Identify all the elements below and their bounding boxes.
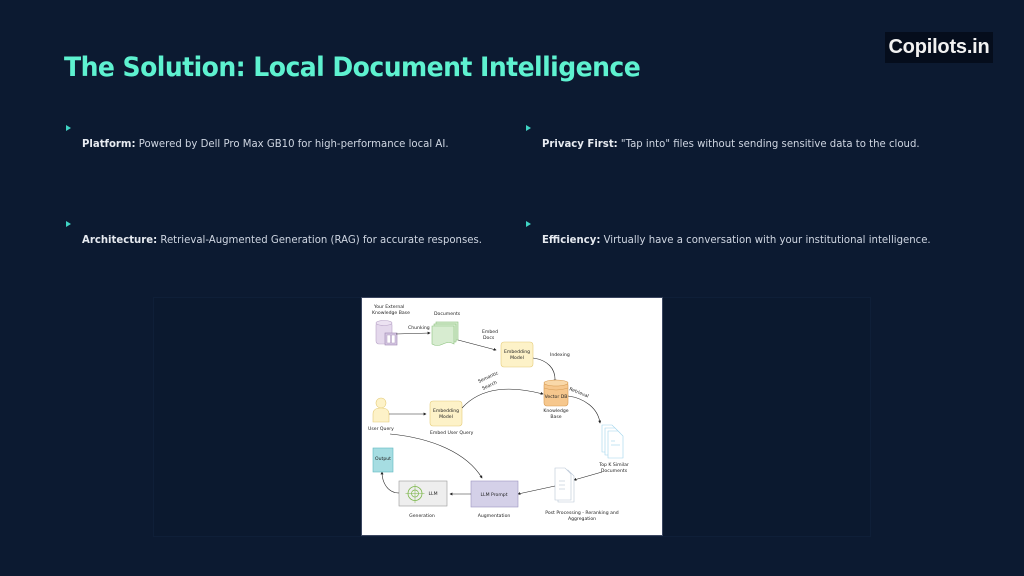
- label-documents: Documents: [434, 311, 461, 317]
- label-embedding-model-1: Embedding: [504, 349, 530, 355]
- triangle-bullet-icon: [66, 125, 71, 131]
- embedding-model-query-box: [429, 400, 463, 427]
- llm-prompt-box: [470, 480, 519, 508]
- bullet-label: Platform:: [82, 137, 136, 150]
- label-user-query: User Query: [368, 426, 394, 432]
- llm-brain-icon: [405, 484, 425, 503]
- bullet-label: Efficiency:: [542, 233, 601, 246]
- output-box: [372, 447, 394, 473]
- label-embedding-model-2: Model: [510, 355, 524, 361]
- label-embed-user-query: Embed User Query: [430, 430, 474, 436]
- bullet-label: Privacy First:: [542, 137, 618, 150]
- label-llm-prompt: LLM Prompt: [480, 492, 507, 498]
- label-top-k-2: Documents: [601, 468, 628, 474]
- rag-diagram-svg: Your External Knowledge Base Chunking Do…: [368, 304, 629, 522]
- bullet-text: Efficiency: Virtually have a conversatio…: [542, 233, 931, 246]
- arrow-embed-docs: [457, 339, 497, 351]
- top-k-documents-icon: [601, 424, 624, 459]
- label-embed-docs-1: Embed: [482, 329, 498, 335]
- label-vector-db: Vector DB: [545, 394, 568, 400]
- label-chunking: Chunking: [408, 325, 430, 331]
- arrow-query-to-prompt: [389, 433, 483, 479]
- rag-diagram: Your External Knowledge Base Chunking Do…: [361, 297, 663, 536]
- arrow-indexing: [532, 357, 557, 383]
- arrow-llm-to-output: [380, 471, 400, 494]
- vector-db-icon: [543, 379, 569, 407]
- arrow-chunking: [395, 331, 431, 335]
- label-indexing: Indexing: [550, 352, 570, 358]
- triangle-bullet-icon: [66, 221, 71, 227]
- label-llm: LLM: [428, 491, 437, 497]
- label-generation: Generation: [409, 513, 435, 519]
- label-top-k-1: Top K Similar: [598, 462, 629, 468]
- label-post-processing-2: Aggregation: [568, 516, 596, 522]
- label-output: Output: [375, 456, 391, 462]
- label-kb-ext-2: Knowledge Base: [372, 310, 410, 316]
- label-kb-ext-1: Your External: [373, 304, 404, 310]
- bullet-label: Architecture:: [82, 233, 158, 246]
- label-knowledge-base-2: Base: [550, 414, 561, 420]
- copilots-logo: Copilots.in: [885, 32, 993, 63]
- bullet-text: Architecture: Retrieval-Augmented Genera…: [82, 233, 482, 246]
- label-embedding-model-q-1: Embedding: [433, 408, 459, 414]
- bullet-body: Retrieval-Augmented Generation (RAG) for…: [157, 233, 482, 246]
- bullet-text: Platform: Powered by Dell Pro Max GB10 f…: [82, 137, 449, 150]
- arrow-retrieval: [567, 395, 602, 424]
- bullet-text: Privacy First: "Tap into" files without …: [542, 137, 920, 150]
- bullet-body: Powered by Dell Pro Max GB10 for high-pe…: [135, 137, 449, 150]
- arrow-to-llm-prompt: [517, 485, 556, 495]
- label-embedding-model-q-2: Model: [439, 414, 453, 420]
- slide-title: The Solution: Local Document Intelligenc…: [64, 52, 641, 83]
- label-embed-docs-2: Docs: [483, 335, 495, 341]
- triangle-bullet-icon: [526, 125, 531, 131]
- external-knowledge-base-icon: [375, 320, 398, 346]
- arrow-semantic-search: [461, 388, 544, 409]
- label-retrieval: Retrieval: [568, 386, 589, 399]
- bullet-body: "Tap into" files without sending sensiti…: [617, 137, 920, 150]
- bullet-body: Virtually have a conversation with your …: [600, 233, 931, 246]
- embedding-model-box: [500, 341, 534, 368]
- label-augmentation: Augmentation: [478, 513, 511, 519]
- post-processing-document-icon: [554, 467, 575, 503]
- documents-icon: [431, 321, 459, 346]
- user-icon: [372, 397, 390, 423]
- label-post-processing-1: Post Processing - Reranking and: [545, 510, 619, 516]
- triangle-bullet-icon: [526, 221, 531, 227]
- arrow-topk-to-postprocess: [573, 471, 603, 481]
- label-knowledge-base-1: Knowledge: [543, 408, 568, 414]
